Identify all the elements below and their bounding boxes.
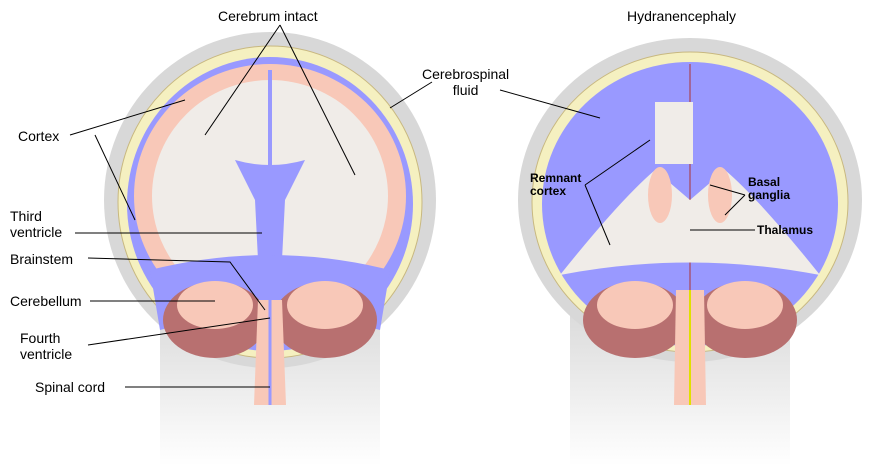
ventricles xyxy=(235,160,305,300)
hydranencephaly-illustration xyxy=(518,38,862,466)
leader-lines xyxy=(69,24,755,388)
title-hydranencephaly: Hydranencephaly xyxy=(627,8,736,24)
label-cerebellum: Cerebellum xyxy=(10,293,82,309)
label-line: cortex xyxy=(530,184,567,198)
label-line: Fourth xyxy=(20,330,61,346)
basal-ganglia xyxy=(648,167,672,223)
title-cerebrum-intact: Cerebrum intact xyxy=(218,8,318,24)
label-spinal-cord: Spinal cord xyxy=(35,379,106,395)
remnant-cortex-top xyxy=(655,102,693,164)
label-brainstem: Brainstem xyxy=(10,251,74,267)
label-line: Cerebrospinal xyxy=(422,66,510,82)
label-line: Remnant xyxy=(530,171,582,185)
normal-brain-illustration xyxy=(104,32,436,466)
label-thalamus: Thalamus xyxy=(757,223,814,237)
label-line: fluid xyxy=(452,82,479,98)
label-cortex: Cortex xyxy=(18,128,60,144)
label-line: Basal xyxy=(748,175,781,189)
label-line: ventricle xyxy=(20,346,73,362)
label-line: ventricle xyxy=(10,224,63,240)
label-line: ganglia xyxy=(748,188,791,202)
remnant-brain xyxy=(560,170,820,275)
label-line: Third xyxy=(10,208,42,224)
